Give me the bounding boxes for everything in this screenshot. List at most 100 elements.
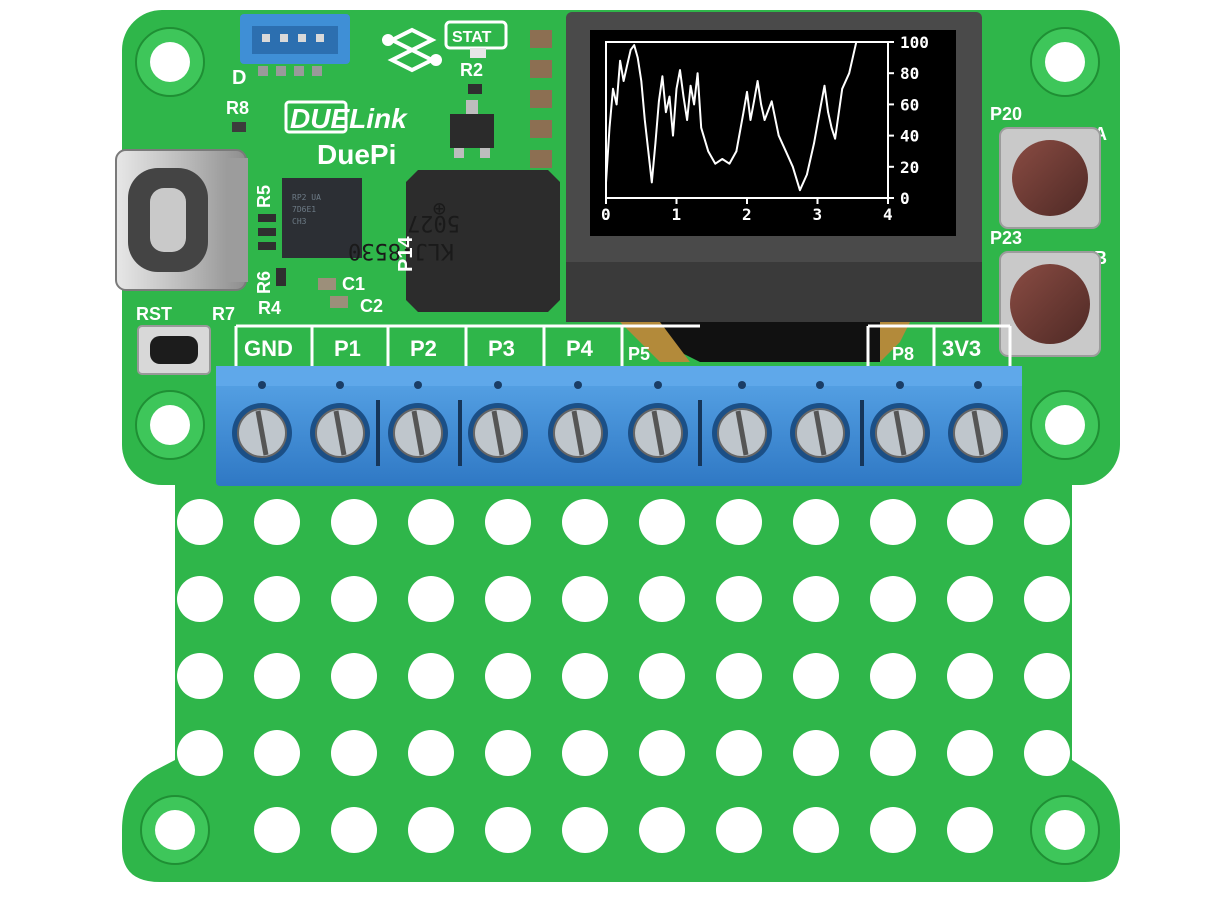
silk-rst: RST — [136, 304, 172, 324]
perf-hole — [716, 653, 762, 699]
oled-data-point — [622, 80, 625, 82]
mounting-hole — [1045, 405, 1085, 445]
perf-hole — [562, 576, 608, 622]
oled-data-point — [827, 111, 829, 113]
terminal-wire-hole — [258, 381, 266, 389]
oled-data-point — [841, 88, 843, 90]
oled-data-point — [693, 103, 695, 106]
capacitor-c1 — [318, 278, 336, 290]
oled-data-point — [707, 150, 710, 152]
oled-data-point — [686, 119, 688, 121]
oled-data-point — [721, 158, 724, 160]
silk-r5: R5 — [254, 185, 274, 208]
perf-hole — [408, 499, 454, 545]
perf-hole — [177, 576, 223, 622]
screw-slot — [735, 410, 749, 456]
perf-hole — [639, 730, 685, 776]
perf-hole — [562, 730, 608, 776]
perf-hole — [639, 576, 685, 622]
oled-module — [566, 12, 982, 362]
pin-label: P5 — [628, 344, 650, 364]
perf-hole — [947, 807, 993, 853]
pin-label: P8 — [892, 344, 914, 364]
pin-label: P1 — [334, 336, 361, 361]
mounting-holes — [135, 27, 1100, 865]
perf-hole — [408, 576, 454, 622]
terminal-screws — [232, 381, 1008, 466]
perf-hole — [639, 807, 685, 853]
oled-data-point — [651, 181, 653, 184]
terminal-wire-hole — [494, 381, 502, 389]
silk-d-mark: D — [232, 67, 246, 89]
perf-hole — [947, 653, 993, 699]
terminal-wire-hole — [336, 381, 344, 389]
oled-data-point — [605, 181, 607, 184]
voltage-regulator — [450, 100, 494, 158]
screw-slot — [971, 410, 985, 456]
screw-slot — [255, 410, 269, 456]
perf-hole — [947, 499, 993, 545]
perf-hole — [254, 576, 300, 622]
perf-hole — [716, 730, 762, 776]
board-model: DuePi — [317, 139, 396, 170]
perf-hole — [331, 499, 377, 545]
oled-data-point — [784, 150, 787, 152]
perf-hole — [485, 576, 531, 622]
oled-data-point — [770, 100, 773, 103]
oled-data-point — [682, 95, 685, 98]
usb-c-port[interactable] — [115, 149, 248, 291]
resistor-r8 — [232, 122, 246, 132]
terminal-wire-hole — [974, 381, 982, 389]
oled-data-point — [823, 84, 826, 87]
bottom-perfboard — [122, 478, 1120, 882]
perf-hole — [254, 653, 300, 699]
perf-hole — [331, 653, 377, 699]
button-b[interactable] — [999, 251, 1101, 357]
perf-hole — [947, 576, 993, 622]
silk-c1: C1 — [342, 274, 365, 294]
buzzer-plus-mark: ⊕ — [433, 196, 446, 221]
perf-hole — [331, 807, 377, 853]
silk-stat: STAT — [452, 29, 492, 46]
brand-logo: DUELink — [290, 103, 408, 134]
perf-hole — [793, 653, 839, 699]
oled-data-point — [615, 103, 618, 106]
brand-logo-box — [284, 100, 348, 134]
silk-p23: P23 — [990, 228, 1022, 248]
oled-data-point — [763, 119, 766, 121]
perf-hole — [408, 730, 454, 776]
perf-hole — [562, 499, 608, 545]
reset-button[interactable] — [137, 325, 211, 375]
oled-data-point — [640, 80, 643, 82]
perf-hole — [1024, 653, 1070, 699]
perf-hole — [947, 730, 993, 776]
svg-text:7D6E1: 7D6E1 — [292, 205, 316, 214]
oled-data-point — [647, 150, 650, 152]
oled-data-point — [696, 72, 699, 74]
smd-capacitors — [530, 30, 552, 168]
perf-hole — [870, 499, 916, 545]
mounting-hole — [1045, 810, 1085, 850]
perf-hole — [870, 576, 916, 622]
oled-data-point — [619, 59, 621, 62]
stat-led — [470, 48, 486, 58]
oled-data-point — [668, 95, 671, 98]
duelink-logo-icon — [382, 27, 442, 73]
perf-hole — [331, 576, 377, 622]
perf-hole — [793, 807, 839, 853]
oled-data-point — [658, 100, 660, 103]
smd-resistors — [258, 214, 286, 286]
buzzer-marking-2: KLJ-8530 — [348, 238, 454, 263]
oled-data-point — [753, 100, 755, 103]
perf-hole — [793, 499, 839, 545]
oled-y-tick-label: 20 — [900, 158, 919, 177]
oled-data-point — [799, 189, 801, 191]
pin-label: P2 — [410, 336, 437, 361]
perfboard-holes — [177, 499, 1070, 853]
oled-data-point — [756, 80, 759, 82]
button-a[interactable] — [999, 127, 1101, 229]
oled-data-point — [813, 142, 815, 145]
mounting-hole — [150, 405, 190, 445]
